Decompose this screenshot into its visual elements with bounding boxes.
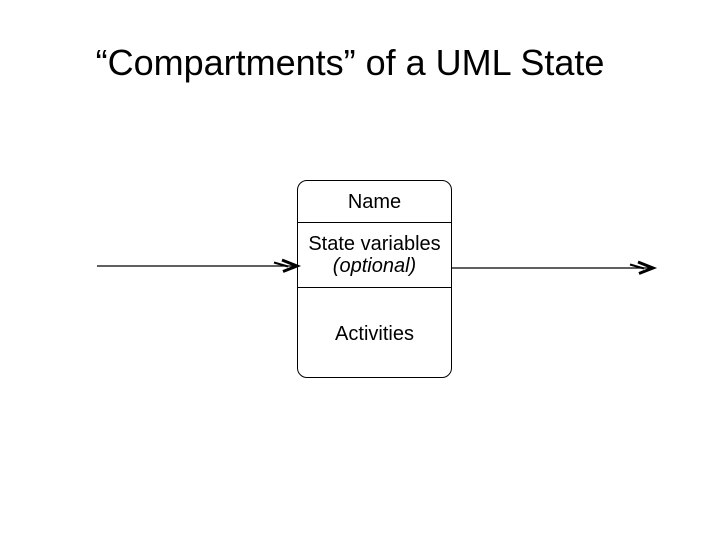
arrowhead-back-stroke [273,261,289,268]
activities-compartment: Activities [298,287,451,377]
arrowhead-back-stroke [629,263,645,270]
uml-state-box: Name State variables (optional) Activiti… [297,180,452,378]
arrow-right-icon [637,260,658,275]
slide-title: “Compartments” of a UML State [95,42,605,83]
optional-label: (optional) [332,255,417,277]
state-variables-label: State variables [308,233,441,255]
state-variables-compartment: State variables (optional) [298,222,451,287]
arrow-right-icon [281,258,302,273]
incoming-transition-arrow [97,258,302,273]
outgoing-transition-arrow [452,260,658,275]
name-compartment: Name [298,181,451,222]
name-compartment-label: Name [347,190,402,213]
activities-label: Activities [335,322,414,345]
